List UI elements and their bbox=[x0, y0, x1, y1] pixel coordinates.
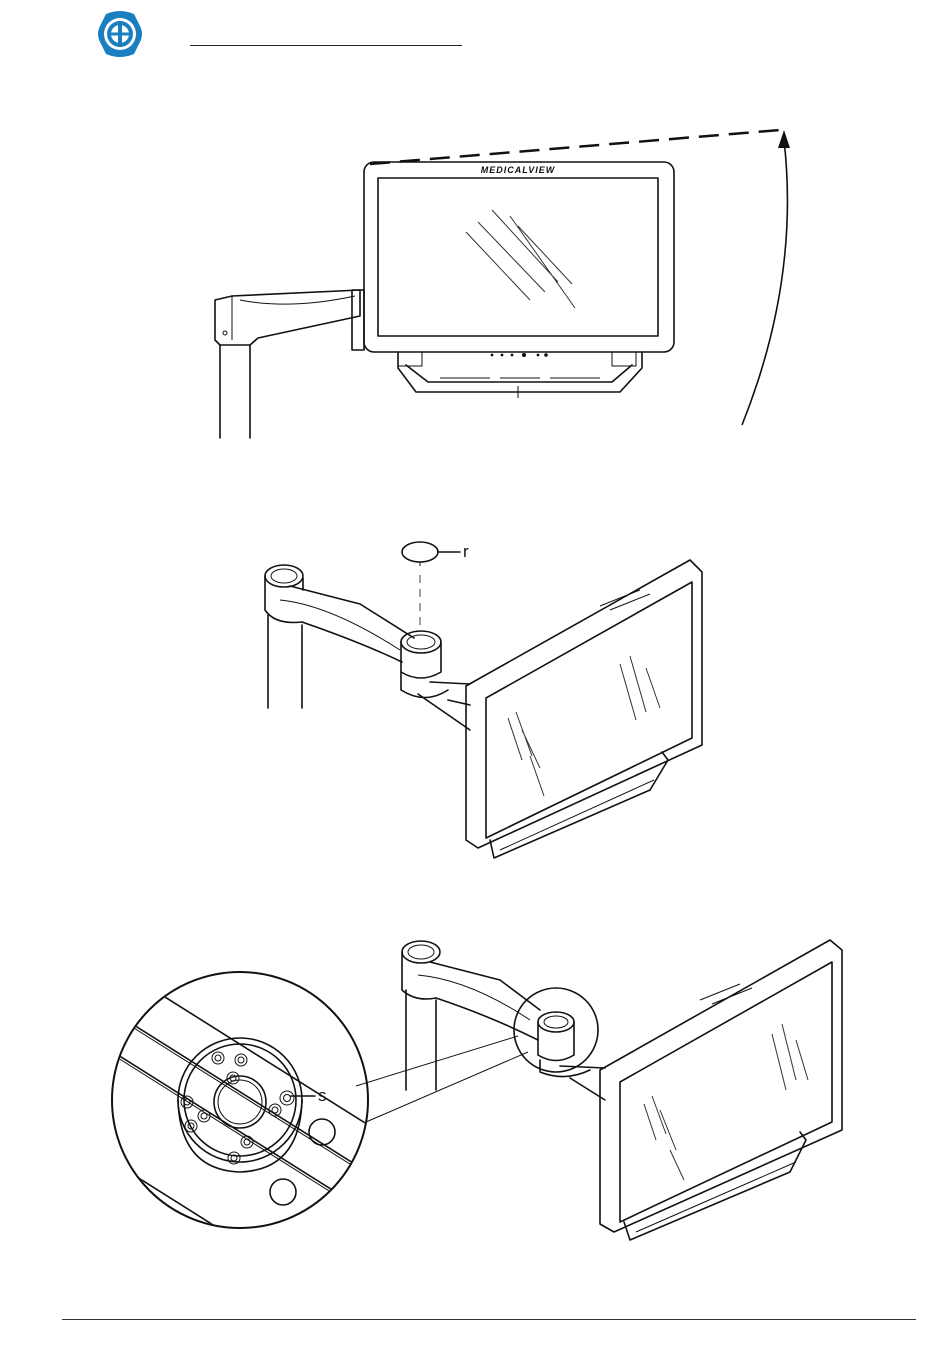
footer-rule bbox=[62, 1319, 916, 1320]
detail-magnifier bbox=[110, 972, 400, 1330]
label-s: s bbox=[318, 1086, 327, 1105]
